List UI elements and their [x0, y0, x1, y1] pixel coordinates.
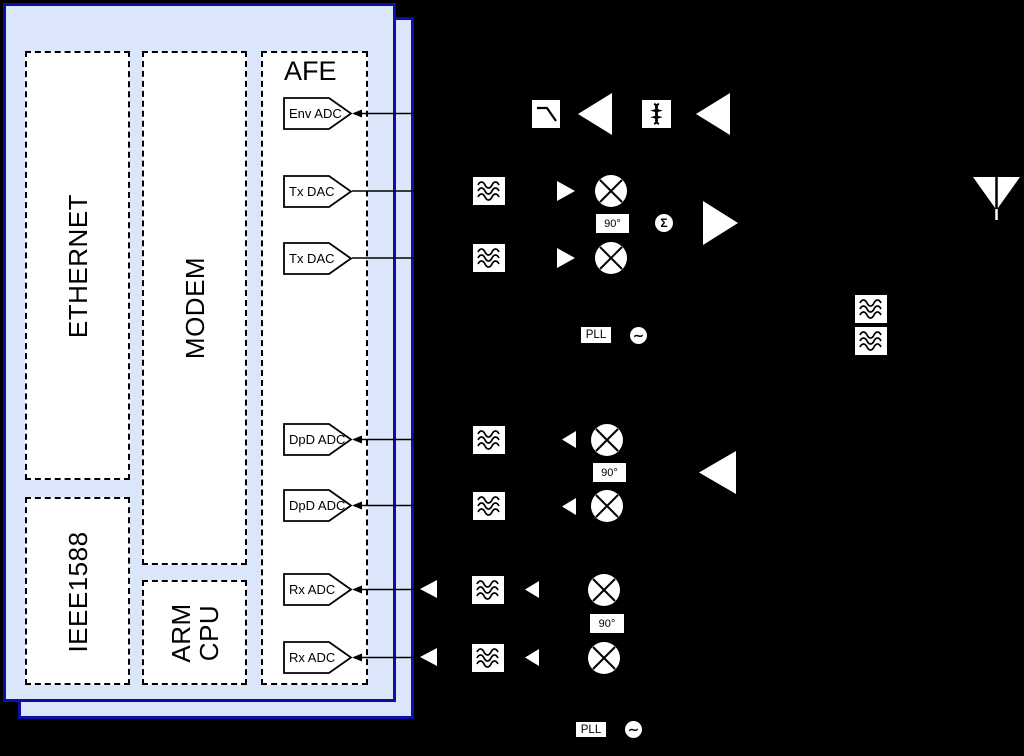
wave-filter-icon [471, 424, 507, 456]
lna-icon [420, 580, 437, 598]
wave-filter-icon [471, 175, 507, 207]
rx-adc-q-label: Rx ADC [289, 650, 336, 665]
buffer-amplifier-icon [562, 498, 576, 515]
buffer-amplifier-icon [557, 181, 575, 201]
phase-shifter-90: 90° [596, 214, 629, 233]
buffer-amplifier-icon [525, 649, 539, 666]
buffer-amplifier-icon [557, 248, 575, 268]
rx-pll-block: PLL [575, 721, 607, 738]
ieee1588-block [25, 497, 130, 685]
wave-filter-icon [853, 293, 889, 325]
wave-filter-icon [470, 642, 506, 674]
dpd-adc-i-block: DpD ADC [283, 423, 352, 456]
rx-adc-i-label: Rx ADC [289, 582, 336, 597]
mixer-icon [591, 424, 623, 456]
phase-shifter-90: 90° [593, 463, 626, 482]
rx-adc-q-block: Rx ADC [283, 641, 352, 674]
lowpass-filter-icon [530, 98, 562, 130]
env-adc-block: Env ADC [283, 97, 352, 130]
modem-block [142, 51, 247, 565]
afe-title: AFE [284, 56, 337, 86]
tx-dac-i-label: Tx DAC [289, 184, 335, 199]
oscillator-icon: ∼ [625, 721, 642, 738]
tx-dac-i-block: Tx DAC [283, 175, 352, 208]
wave-filter-icon [471, 242, 507, 274]
oscillator-icon: ∼ [630, 327, 647, 344]
tx-dac-q-label: Tx DAC [289, 251, 335, 266]
afe-block [261, 51, 368, 685]
wave-filter-icon [471, 490, 507, 522]
antenna-icon [973, 177, 1020, 220]
phase-shifter-90: 90° [590, 614, 624, 633]
mixer-icon [588, 574, 620, 606]
rx-adc-i-block: Rx ADC [283, 573, 352, 606]
dpd-adc-i-label: DpD ADC [289, 432, 346, 447]
wave-filter-icon [853, 325, 889, 357]
tx-pll-block: PLL [580, 326, 612, 344]
dpd-adc-q-label: DpD ADC [289, 498, 346, 513]
summer-icon: Σ [655, 214, 673, 232]
wave-filter-icon [470, 574, 506, 606]
mixer-icon [591, 490, 623, 522]
tx-dac-q-block: Tx DAC [283, 242, 352, 275]
amplifier-icon [578, 93, 612, 135]
balun-icon [640, 98, 673, 130]
dpd-adc-q-block: DpD ADC [283, 489, 352, 522]
amplifier-icon [696, 93, 730, 135]
power-amplifier-icon [703, 201, 738, 245]
buffer-amplifier-icon [562, 431, 576, 448]
env-adc-label: Env ADC [289, 106, 342, 121]
mixer-icon [595, 175, 627, 207]
feedback-amplifier-icon [699, 451, 736, 494]
mixer-icon [595, 242, 627, 274]
ethernet-block [25, 51, 130, 480]
arm-cpu-block [142, 580, 247, 685]
mixer-icon [588, 642, 620, 674]
buffer-amplifier-icon [525, 581, 539, 598]
lna-icon [420, 648, 437, 666]
